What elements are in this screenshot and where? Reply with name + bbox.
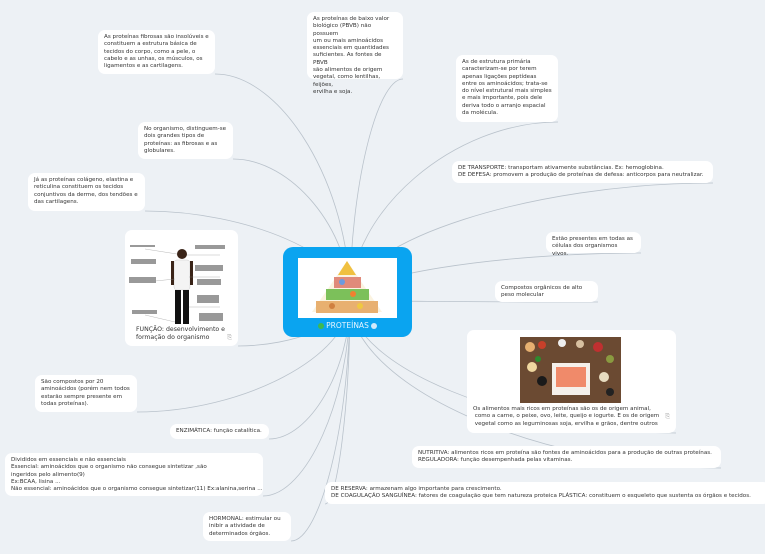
node-alimentos[interactable]: Os alimentos mais ricos em proteínas são…	[467, 330, 676, 433]
node-vinte-aminoacidos[interactable]: São compostos por 20 aminoácidos (porém …	[35, 375, 137, 412]
attachment-icon: ⎘	[227, 333, 232, 341]
node-compostos-organicos[interactable]: Compostos orgânicos de alto peso molecul…	[495, 281, 598, 302]
node-essenciais[interactable]: Divididos em essenciais e não essenciais…	[5, 453, 263, 496]
attachment-icon: ⎘	[665, 412, 670, 420]
node-tipos-proteinas[interactable]: No organismo, distinguem-se dois grandes…	[138, 122, 233, 159]
node-colageno[interactable]: Já as proteínas colágeno, elastina e ret…	[28, 173, 145, 211]
central-topic-proteinas[interactable]: PROTEÍNAS	[283, 247, 412, 337]
alimentos-label: Os alimentos mais ricos em proteínas são…	[473, 406, 660, 427]
food-pyramid-image	[298, 258, 397, 318]
node-funcao[interactable]: FUNÇÃO: desenvolvimento e formação do or…	[125, 230, 238, 346]
node-enzimatica[interactable]: ENZIMÁTICA: função catalítica.	[170, 424, 269, 439]
node-pbvb[interactable]: As proteínas de baixo valor biológico (P…	[307, 12, 403, 95]
protein-foods-image	[520, 337, 621, 403]
node-estrutura-primaria[interactable]: As de estrutura primária caracterizam-se…	[456, 55, 558, 122]
connector-line	[290, 299, 351, 542]
node-transporte-defesa[interactable]: DE TRANSPORTE: transportam ativamente su…	[452, 161, 713, 183]
human-body-diagram-image	[129, 245, 225, 325]
node-fibrosas[interactable]: As proteínas fibrosas são insolúveis e c…	[98, 30, 215, 74]
link-icon[interactable]	[370, 323, 377, 329]
node-nutritiva-reguladora[interactable]: NUTRITIVA: alimentos ricos em proteína s…	[412, 446, 721, 468]
central-title: PROTEÍNAS	[326, 321, 369, 330]
node-reserva-coagulacao[interactable]: DE RESERVA: armazenam algo importante pa…	[325, 482, 765, 504]
node-hormonal[interactable]: HORMONAL: estimular ou inibir a atividad…	[203, 512, 291, 541]
funcao-label: FUNÇÃO: desenvolvimento e formação do or…	[136, 326, 225, 341]
node-presentes[interactable]: Estão presentes em todas as células dos …	[546, 232, 641, 257]
check-circle-icon	[318, 323, 325, 329]
